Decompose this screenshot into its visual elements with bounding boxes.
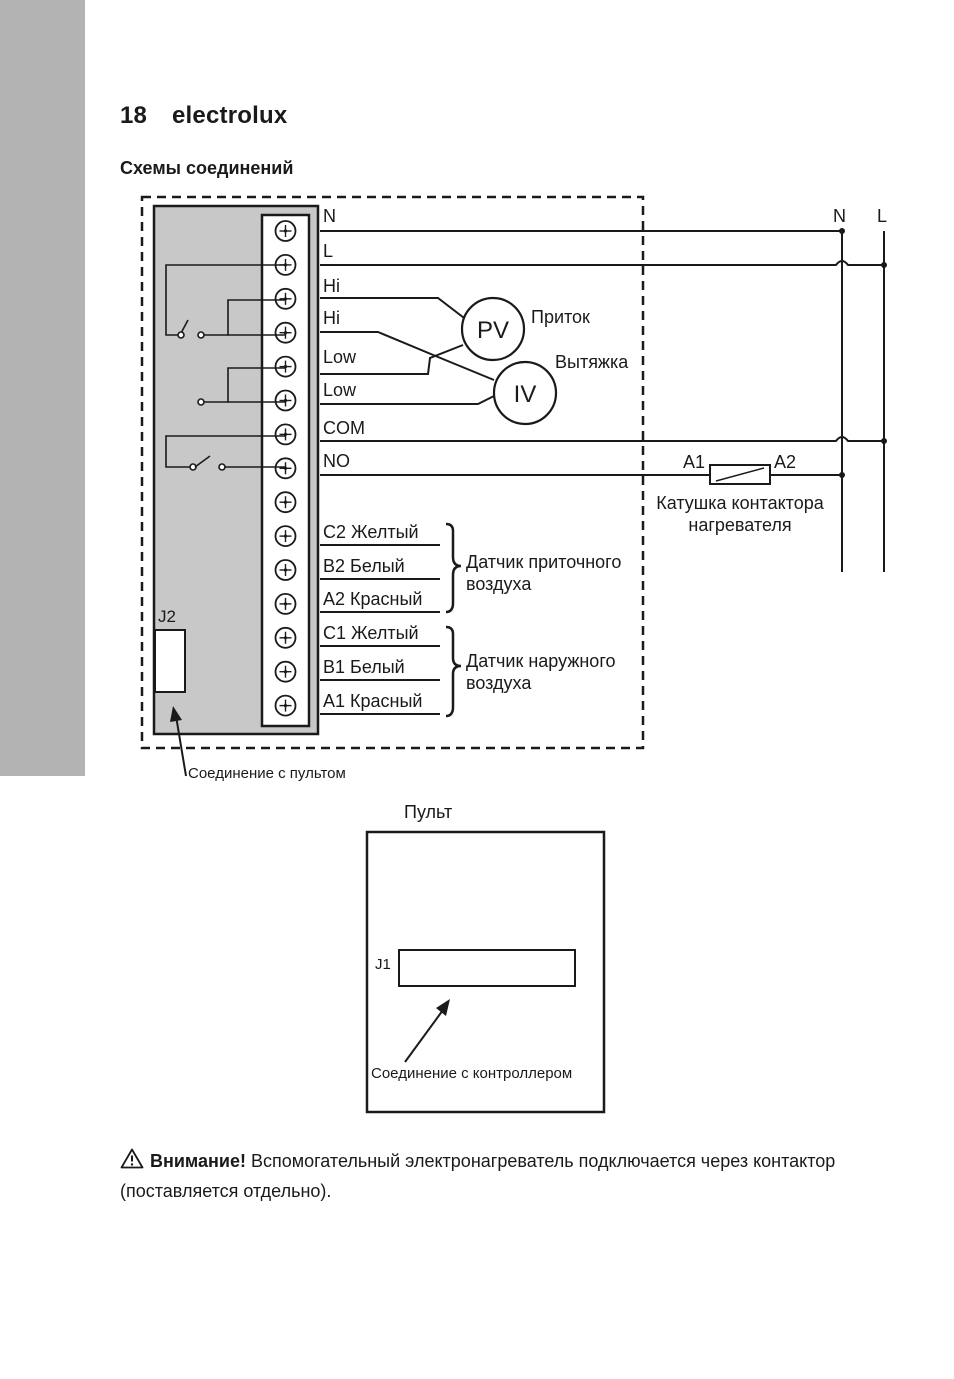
motor-iv-label: IV (514, 381, 537, 408)
label-connect-controller: Соединение с контроллером (371, 1065, 572, 1082)
label-supply: Приток (531, 307, 590, 327)
sensor-supply-label-2: воздуха (466, 574, 532, 594)
terminal-screw (274, 321, 297, 344)
terminal-screw (274, 389, 297, 412)
sensor-supply-label-1: Датчик приточного (466, 552, 621, 572)
relay-contacts (165, 264, 285, 471)
bus-l-label: L (877, 206, 887, 226)
junction-dot (839, 228, 845, 234)
arrow-to-j1 (404, 1009, 444, 1063)
terminal-screw (274, 287, 297, 310)
sensor-wire: B1 Белый (320, 657, 440, 681)
page-number: 18 (120, 102, 148, 129)
sensor-wire-label: C2 Желтый (323, 522, 419, 542)
terminal-screw (274, 220, 297, 242)
sensor-wire: C1 Желтый (320, 623, 440, 647)
sensor-wire-label: B1 Белый (323, 657, 405, 677)
sensor-wire: A1 Красный (320, 691, 440, 715)
terminal-screw (274, 593, 297, 615)
terminal-screw (274, 457, 297, 480)
arrow-to-j2-head (170, 706, 182, 722)
sensor-braces (445, 522, 462, 718)
terminal-label: Low (323, 380, 357, 400)
coil-caption-1: Катушка контактора (656, 493, 824, 513)
sensor-wire: B2 Белый (320, 556, 440, 580)
terminal-label: L (323, 241, 333, 261)
terminal-label: N (323, 206, 336, 226)
page-header: 18 electrolux (120, 102, 287, 130)
motor-pv-label: PV (477, 317, 509, 344)
sensor-outdoor-label-1: Датчик наружного (466, 651, 616, 671)
bus-n-label: N (833, 206, 846, 226)
terminal-screw (274, 491, 297, 514)
label-connect-panel: Соединение с пультом (188, 765, 346, 782)
terminal-label: NO (323, 451, 350, 471)
arrow-to-j2 (175, 715, 187, 777)
terminal-label: Hi (323, 276, 340, 296)
terminal-screw (274, 423, 297, 446)
terminal-screw (274, 626, 297, 649)
connector-j1 (398, 949, 576, 987)
sensor-wire-label: B2 Белый (323, 556, 405, 576)
coil-caption-2: нагревателя (688, 515, 791, 535)
arrow-to-j1-head (436, 999, 450, 1016)
side-tab (0, 0, 85, 776)
terminal-screws (274, 220, 297, 717)
terminal-screw (274, 660, 297, 683)
panel-title: Пульт (404, 802, 452, 822)
sensor-wires: C2 Желтый B2 Белый A2 Красный C1 Желтый B1 Б… (320, 522, 440, 715)
terminal-label: Hi (323, 308, 340, 328)
terminal-label: COM (323, 418, 365, 438)
warning-strong: Внимание! (150, 1151, 246, 1171)
coil-a1-label: A1 (683, 452, 705, 472)
motor-pv (460, 296, 526, 362)
sensor-wire: A2 Красный (320, 589, 440, 613)
connector-j2-label: J2 (158, 607, 176, 626)
terminal-screw (274, 355, 297, 378)
terminal-label: Low (323, 347, 357, 367)
brand-name: electrolux (172, 102, 288, 129)
warning-icon (120, 1148, 144, 1169)
sensor-wire-label: A2 Красный (323, 589, 422, 609)
connector-j1-label: J1 (375, 956, 391, 973)
junction-dot (839, 472, 845, 478)
contactor-coil-slash (715, 467, 765, 482)
sensor-wire-label: C1 Желтый (323, 623, 419, 643)
warning-text: Вспомогательный электронагреватель подкл… (120, 1151, 836, 1201)
motor-wires (320, 297, 495, 405)
sensor-outdoor-label-2: воздуха (466, 673, 532, 693)
warning-note: Внимание! Вспомогательный электронагрева… (120, 1146, 860, 1206)
junction-dot (881, 438, 887, 444)
section-title: Схемы соединений (120, 158, 294, 178)
terminal-screw (274, 559, 297, 581)
terminal-screw (274, 694, 297, 717)
motor-iv (492, 360, 558, 426)
junction-dot (881, 262, 887, 268)
bus-lines (320, 230, 885, 572)
coil-a2-label: A2 (774, 452, 796, 472)
sensor-wire-label: A1 Красный (323, 691, 422, 711)
sensor-wire: C2 Желтый (320, 522, 440, 546)
connector-j2 (154, 629, 186, 693)
label-exhaust: Вытяжка (555, 352, 629, 372)
terminal-screw (274, 525, 297, 547)
